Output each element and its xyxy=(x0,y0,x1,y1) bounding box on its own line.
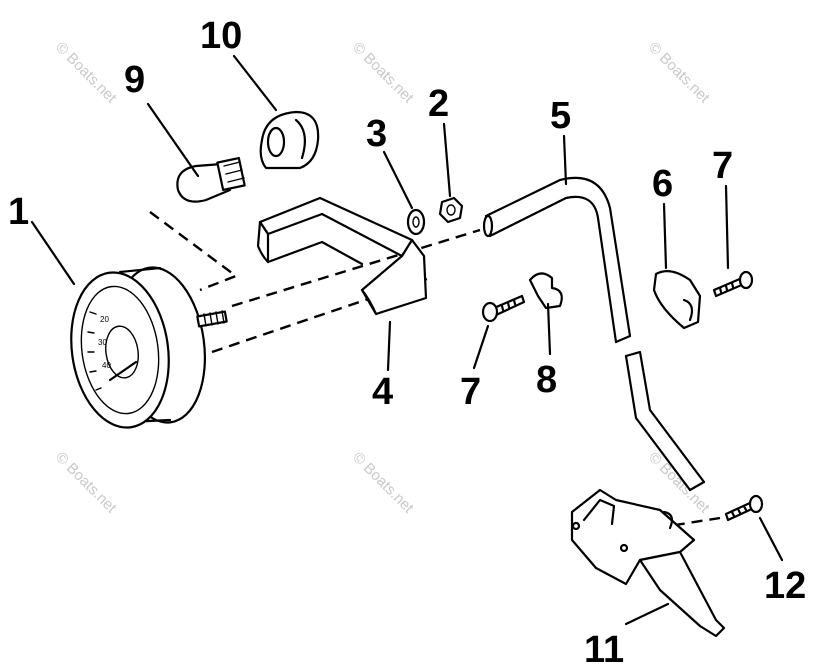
callout-12: 12 xyxy=(764,565,806,607)
callout-labels: 1 2 3 4 5 6 7 7 8 9 10 11 12 xyxy=(8,15,806,669)
dial-label: 20 xyxy=(100,315,109,324)
pitot-hose xyxy=(482,176,706,492)
dial-label: 30 xyxy=(98,338,107,347)
callout-4: 4 xyxy=(372,371,393,413)
leader-4 xyxy=(386,320,392,372)
lower-assembly-line xyxy=(211,276,431,354)
pickup-screw xyxy=(724,494,764,522)
leader-7-upper xyxy=(724,184,730,270)
pitot-pickup xyxy=(570,488,726,638)
leader-9 xyxy=(146,102,200,178)
leader-7-lower xyxy=(472,324,490,370)
watermark: © Boats.net xyxy=(52,39,120,107)
bulb-assembly-line xyxy=(149,211,239,292)
watermark: © Boats.net xyxy=(349,449,417,517)
leader-11 xyxy=(624,602,670,626)
watermark: © Boats.net xyxy=(349,39,417,107)
hose-clip xyxy=(528,272,563,310)
callout-1: 1 xyxy=(8,191,29,233)
leader-8 xyxy=(546,302,552,356)
mounting-bracket xyxy=(256,196,428,316)
callout-6: 6 xyxy=(652,163,673,205)
leader-12 xyxy=(758,516,784,562)
callout-7-lower: 7 xyxy=(460,371,481,413)
hex-nut xyxy=(438,196,464,224)
washer-hole xyxy=(412,216,420,228)
bulb xyxy=(176,156,246,203)
callout-11: 11 xyxy=(584,629,624,669)
callout-3: 3 xyxy=(366,113,387,155)
leader-2 xyxy=(442,122,452,198)
bulb-socket xyxy=(259,110,320,170)
watermark: © Boats.net xyxy=(645,39,713,107)
assembly-lines xyxy=(149,211,721,530)
watermark: © Boats.net xyxy=(52,449,120,517)
leader-3 xyxy=(382,150,414,210)
callout-8: 8 xyxy=(536,359,557,401)
callout-10: 10 xyxy=(200,15,242,57)
hex-nut-hole xyxy=(446,204,456,216)
callout-7-upper: 7 xyxy=(712,145,733,187)
dial-label: 40 xyxy=(102,361,111,370)
upper-assembly-line xyxy=(231,228,481,308)
leader-10 xyxy=(232,54,278,112)
callout-2: 2 xyxy=(428,83,449,125)
callout-9: 9 xyxy=(124,59,145,101)
leader-6 xyxy=(662,202,668,270)
leader-5 xyxy=(562,134,568,186)
hose-clamp xyxy=(652,269,702,330)
screw-upper xyxy=(712,270,754,298)
callout-5: 5 xyxy=(550,95,571,137)
screw-lower xyxy=(481,294,526,323)
washer xyxy=(406,208,426,236)
leader-lines xyxy=(30,54,784,626)
leader-1 xyxy=(30,220,76,286)
hose-clamp-detail xyxy=(682,298,694,322)
speedometer-gauge: 20 30 40 xyxy=(70,266,228,429)
